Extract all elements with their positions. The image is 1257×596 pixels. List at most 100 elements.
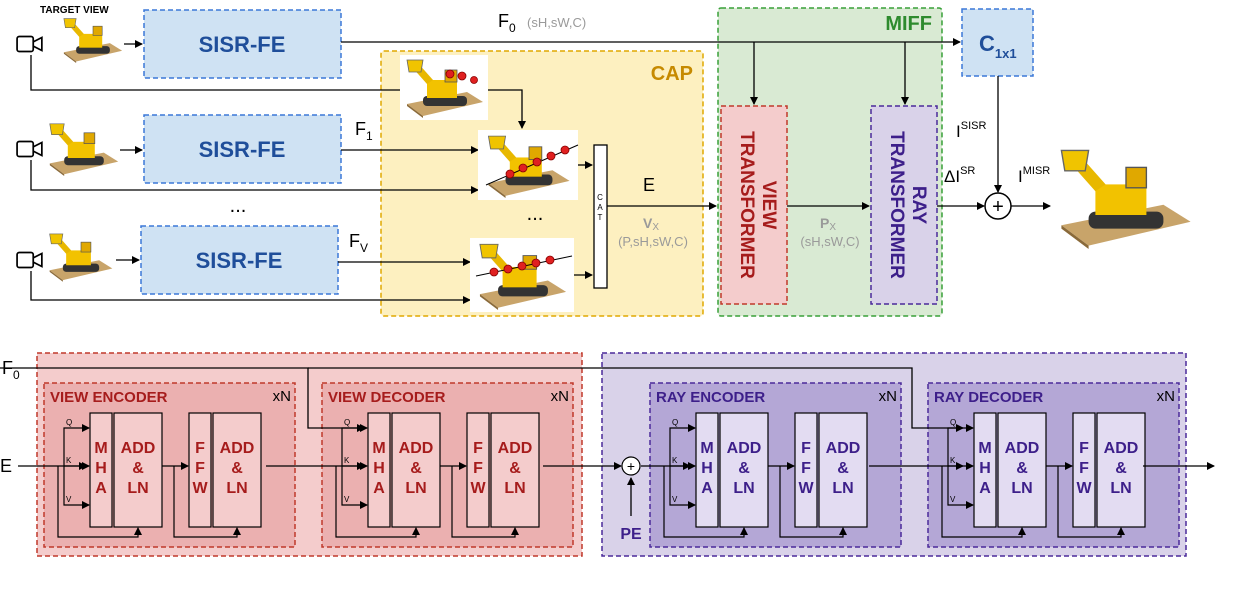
ray-encoder-title: RAY ENCODER (656, 389, 765, 406)
svg-text:A: A (701, 480, 713, 497)
ray-decoder-xn: xN (1157, 388, 1175, 405)
f0-bottom-sub: 0 (13, 368, 20, 382)
svg-text:K: K (672, 456, 678, 465)
e-label-top: E (643, 175, 655, 195)
svg-text:V: V (344, 495, 350, 504)
svg-text:Q: Q (950, 418, 956, 427)
view-transformer-label: VIEW TRANSFORMER (736, 131, 779, 279)
px-main: P (820, 215, 829, 231)
miff-label: MIFF (885, 13, 932, 35)
ray-transformer-block (870, 105, 938, 305)
view-decoder-xn: xN (551, 388, 569, 405)
fv-sub: V (360, 241, 368, 255)
svg-text:VIEW: VIEW (758, 181, 779, 230)
svg-text:ADD: ADD (121, 440, 156, 457)
dots-cap: ... (527, 203, 544, 225)
svg-text:F: F (801, 440, 811, 457)
svg-text:&: & (410, 460, 422, 477)
c1x1-block (961, 8, 1034, 77)
ray-decoder-title: RAY DECODER (934, 389, 1043, 406)
svg-text:LN: LN (504, 480, 525, 497)
sisr-fe-view1-label: SISR-FE (199, 137, 286, 162)
svg-text:F: F (473, 460, 483, 477)
svg-text:LN: LN (1110, 480, 1131, 497)
svg-text:LN: LN (127, 480, 148, 497)
svg-text:M: M (700, 440, 713, 457)
f0-dims: (sH,sW,C) (527, 15, 586, 30)
pe-add-symbol: + (627, 458, 635, 474)
viewv-image (49, 233, 113, 282)
svg-text:RAY: RAY (908, 186, 929, 225)
svg-text:ADD: ADD (727, 440, 762, 457)
svg-text:M: M (94, 440, 107, 457)
svg-text:VX: VX (643, 215, 659, 233)
svg-text:TRANSFORMER: TRANSFORMER (886, 131, 907, 279)
svg-text:F0: F0 (2, 358, 20, 382)
svg-text:H: H (95, 460, 107, 477)
target-view-image (63, 18, 123, 63)
f1-label: F (355, 119, 366, 139)
c1x1-main: C (979, 31, 995, 56)
pe-label: PE (620, 526, 642, 543)
svg-text:F: F (1079, 460, 1089, 477)
view-decoder-title: VIEW DECODER (328, 389, 446, 406)
vx-main: V (643, 215, 653, 231)
svg-text:ISISR: ISISR (956, 120, 986, 141)
svg-text:&: & (132, 460, 144, 477)
svg-text:PX: PX (820, 215, 836, 233)
svg-text:LN: LN (226, 480, 247, 497)
svg-text:F: F (1079, 440, 1089, 457)
svg-text:LN: LN (832, 480, 853, 497)
svg-text:H: H (979, 460, 991, 477)
px-sub: X (829, 222, 836, 233)
svg-text:F: F (195, 440, 205, 457)
pe-add-node (621, 456, 641, 476)
svg-text:IMISR: IMISR (1018, 165, 1050, 186)
f0-label: F (498, 11, 509, 31)
svg-text:LN: LN (1011, 480, 1032, 497)
svg-text:ADD: ADD (399, 440, 434, 457)
cap-image-target (400, 55, 488, 120)
svg-text:ADD: ADD (1005, 440, 1040, 457)
imisr-main: I (1018, 167, 1023, 186)
svg-text:W: W (1076, 480, 1092, 497)
svg-text:FV: FV (349, 231, 368, 255)
svg-text:CAT: CAT (597, 193, 603, 222)
svg-text:H: H (701, 460, 713, 477)
sisr-fe-viewv-label: SISR-FE (196, 248, 283, 273)
svg-text:ADD: ADD (826, 440, 861, 457)
svg-text:F0: F0 (498, 11, 516, 35)
isisr-main: I (956, 122, 961, 141)
svg-text:V: V (66, 495, 72, 504)
svg-text:F: F (195, 460, 205, 477)
svg-text:V: V (672, 495, 678, 504)
svg-text:V: V (950, 495, 956, 504)
fv-label: F (349, 231, 360, 251)
svg-text:M: M (372, 440, 385, 457)
cap-image-view1 (478, 130, 579, 200)
svg-text:W: W (470, 480, 486, 497)
cap-image-viewv (470, 238, 574, 312)
output-image (1060, 149, 1192, 250)
camera-icon (16, 251, 43, 269)
sisr-fe-viewv (140, 225, 339, 295)
svg-text:Q: Q (344, 418, 350, 427)
svg-text:&: & (1016, 460, 1028, 477)
sisr-fe-target-label: SISR-FE (199, 32, 286, 57)
e-label-bottom: E (0, 456, 12, 476)
delta-isr-sup: SR (960, 165, 975, 177)
svg-text:Q: Q (672, 418, 678, 427)
svg-text:F1: F1 (355, 119, 373, 143)
svg-text:C1x1: C1x1 (979, 31, 1017, 61)
svg-text:F: F (473, 440, 483, 457)
svg-text:&: & (231, 460, 243, 477)
ray-transformer-label: RAY TRANSFORMER (886, 131, 929, 279)
svg-text:A: A (979, 480, 991, 497)
svg-text:Q: Q (66, 418, 72, 427)
svg-text:&: & (738, 460, 750, 477)
svg-text:LN: LN (405, 480, 426, 497)
